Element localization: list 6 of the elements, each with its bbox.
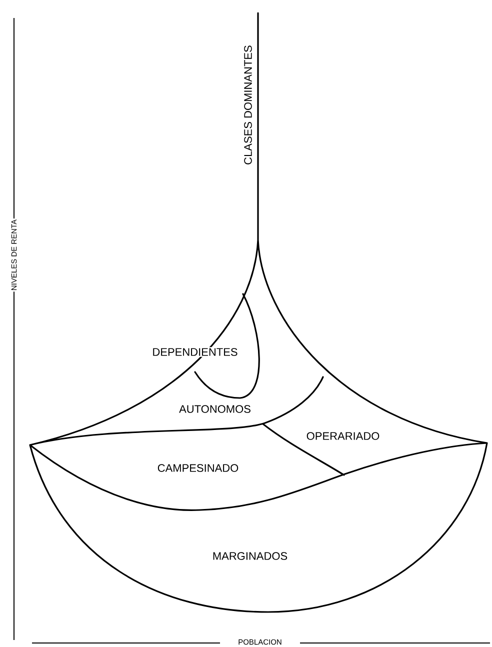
region-label: OPERARIADO (305, 431, 381, 441)
region-label: AUTONOMOS (178, 404, 252, 414)
region-label: CAMPESINADO (156, 463, 240, 473)
region-label: MARGINADOS (211, 551, 289, 561)
region-label: DEPENDIENTES (151, 347, 239, 357)
region-label: CLASES DOMINANTES (243, 44, 253, 166)
